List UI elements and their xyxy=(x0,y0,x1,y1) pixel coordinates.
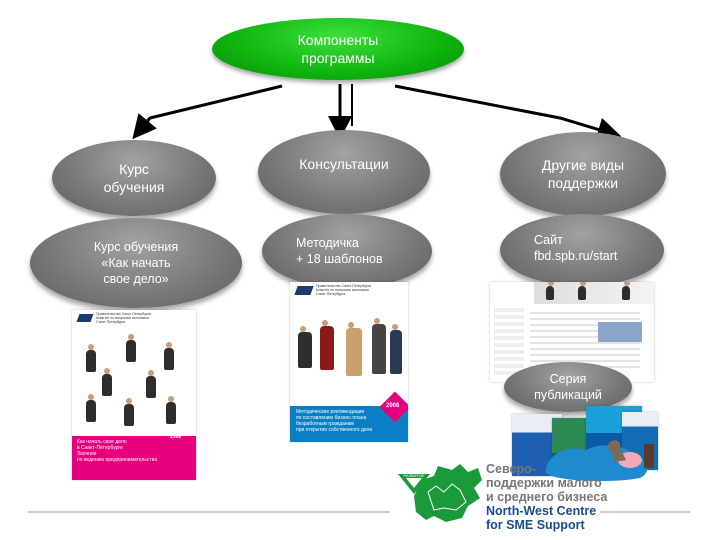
person-figure xyxy=(164,342,174,370)
root-label: Компоненты программы xyxy=(297,32,379,66)
logo-line-2: поддержки малого xyxy=(486,476,602,490)
item-publications: Серия публикаций xyxy=(504,362,632,412)
dinosaur-icon xyxy=(607,440,626,462)
branch-course-label: Курс обучения xyxy=(103,161,165,195)
guide-book-footer: Методические рекомендации по составлению… xyxy=(290,406,408,442)
arrow-left xyxy=(132,84,283,140)
person-figure xyxy=(124,398,134,426)
root-node: Компоненты программы xyxy=(212,18,464,80)
person-figure xyxy=(546,282,554,300)
course-book-logo xyxy=(76,314,94,322)
russia-map-graphic xyxy=(545,440,654,481)
branch-other-label: Другие виды поддержки xyxy=(541,157,625,191)
person-figure xyxy=(146,370,156,398)
item-site-label: Сайт fbd.spb.ru/start xyxy=(534,233,618,263)
item-course-label: Курс обучения «Как начать свое дело» xyxy=(93,240,179,286)
arrow-right xyxy=(394,84,622,142)
northwest-map-logo xyxy=(414,464,482,522)
guide-book-logo xyxy=(294,286,314,295)
branch-course: Курс обучения xyxy=(52,140,216,216)
course-book-footer: Как начать свое дело в Санкт-Петербурге … xyxy=(72,436,196,480)
person-figure xyxy=(86,344,96,372)
item-publications-label: Серия публикаций xyxy=(534,372,602,402)
logo-line-4: North-West Centre xyxy=(486,504,597,518)
person-figure xyxy=(320,320,334,370)
person-figure xyxy=(578,282,586,300)
person-figure xyxy=(166,396,176,424)
website-nav xyxy=(494,308,524,378)
course-book-header: Правительство Санкт-Петербурга Комитет п… xyxy=(96,312,151,324)
item-site: Сайт fbd.spb.ru/start xyxy=(500,214,664,286)
guide-book-cover: Правительство Санкт-Петербурга Комитет п… xyxy=(290,282,408,442)
person-figure xyxy=(346,322,362,376)
person-figure xyxy=(298,326,312,368)
person-figure xyxy=(372,318,386,374)
website-screenshot xyxy=(490,282,654,382)
guide-book-year: 2008 xyxy=(386,403,400,409)
course-book-year: 2008 xyxy=(170,434,182,440)
person-figure xyxy=(102,368,112,396)
razvitie-logo-icon: РАЗВИТИЕ xyxy=(398,473,430,494)
logo-line-5: for SME Support xyxy=(486,518,585,532)
guide-book-header: Правительство Санкт-Петербурга Комитет п… xyxy=(316,284,371,296)
person-figure xyxy=(126,334,136,362)
item-guide: Методичка + 18 шаблонов xyxy=(262,214,432,288)
logo-line-3: и среднего бизнеса xyxy=(486,490,608,504)
person-figure xyxy=(390,324,402,374)
logo-line-1: Северо- xyxy=(486,462,536,476)
logo-text-block: Северо- поддержки малого и среднего бизн… xyxy=(486,462,626,532)
item-guide-label: Методичка + 18 шаблонов xyxy=(296,236,383,266)
branch-consult: Консультации xyxy=(258,130,430,214)
item-course: Курс обучения «Как начать свое дело» xyxy=(30,218,242,308)
website-people xyxy=(598,322,642,342)
person-figure xyxy=(622,282,630,300)
branch-other: Другие виды поддержки xyxy=(500,132,666,216)
razvitie-mark-text: РАЗВИТИЕ xyxy=(404,473,425,478)
person-figure xyxy=(86,394,96,422)
branch-consult-label: Консультации xyxy=(299,156,389,172)
course-book-cover: Правительство Санкт-Петербурга Комитет п… xyxy=(72,310,196,480)
